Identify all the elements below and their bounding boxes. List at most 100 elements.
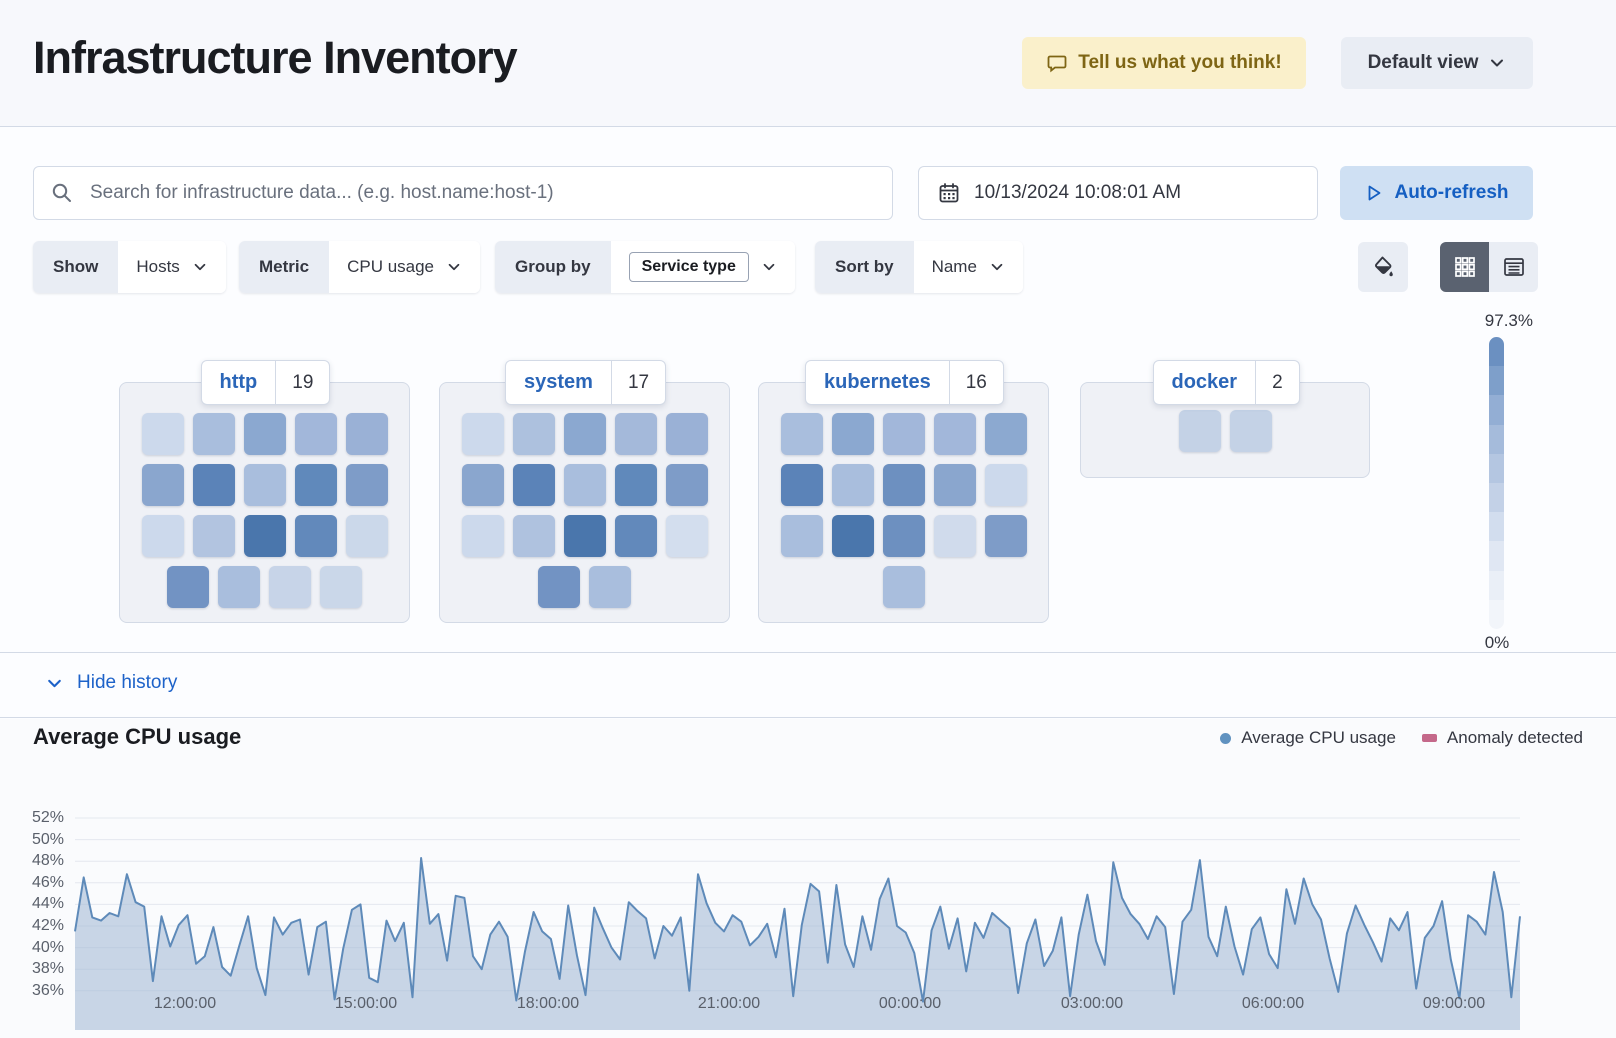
auto-refresh-button[interactable]: Auto-refresh [1340, 166, 1533, 220]
host-tile[interactable] [294, 515, 337, 557]
host-tile[interactable] [320, 566, 362, 608]
host-tile[interactable] [538, 566, 580, 608]
host-tile[interactable] [512, 464, 555, 506]
host-tile[interactable] [218, 566, 260, 608]
chevron-down-icon [1488, 54, 1506, 72]
x-axis-tick: 21:00:00 [697, 995, 761, 1012]
table-view-icon [1502, 255, 1526, 279]
group-count: 2 [1272, 371, 1283, 393]
history-band: Hide history [0, 652, 1616, 718]
host-tile[interactable] [461, 515, 504, 557]
host-tile[interactable] [665, 515, 708, 557]
host-tile[interactable] [512, 413, 555, 455]
y-axis-tick: 46% [31, 874, 64, 891]
host-tile[interactable] [933, 413, 976, 455]
host-tile[interactable] [780, 515, 823, 557]
legend-color-palette-button[interactable] [1358, 242, 1408, 292]
host-tile[interactable] [192, 413, 235, 455]
host-tile[interactable] [882, 464, 925, 506]
hide-history-toggle[interactable]: Hide history [45, 672, 177, 694]
host-tile[interactable] [665, 413, 708, 455]
x-axis-tick: 06:00:00 [1241, 995, 1305, 1012]
host-tile[interactable] [882, 566, 925, 608]
search-input[interactable] [88, 181, 876, 205]
host-tile[interactable] [665, 464, 708, 506]
x-axis-tick: 12:00:00 [153, 995, 217, 1012]
group-name-link[interactable]: http [219, 371, 258, 393]
view-mode-toggle [1440, 242, 1538, 292]
group-by-filter-select[interactable]: Service type [610, 241, 795, 293]
host-tile[interactable] [345, 515, 388, 557]
host-tile[interactable] [614, 515, 657, 557]
host-tile[interactable] [831, 515, 874, 557]
group-name-link[interactable]: kubernetes [824, 371, 931, 393]
host-tile[interactable] [563, 515, 606, 557]
host-tile[interactable] [831, 464, 874, 506]
host-tile[interactable] [563, 464, 606, 506]
host-tile[interactable] [1178, 410, 1221, 452]
host-tile[interactable] [984, 464, 1027, 506]
show-filter-select[interactable]: Hosts [118, 241, 226, 293]
map-view-button[interactable] [1440, 242, 1489, 292]
waffle-group-http: http 19 [119, 360, 410, 623]
host-tile[interactable] [269, 566, 311, 608]
host-tile[interactable] [192, 464, 235, 506]
scale-max-label: 97.3% [1484, 311, 1533, 330]
host-tile[interactable] [589, 566, 631, 608]
host-tile[interactable] [243, 515, 286, 557]
y-axis-tick: 36% [31, 982, 64, 999]
host-tile[interactable] [780, 413, 823, 455]
host-tile[interactable] [614, 464, 657, 506]
host-tile[interactable] [882, 413, 925, 455]
host-tile[interactable] [192, 515, 235, 557]
group-by-chip[interactable]: Service type [628, 252, 749, 282]
group-count: 19 [292, 371, 314, 393]
host-tile[interactable] [563, 413, 606, 455]
host-tile[interactable] [831, 413, 874, 455]
host-tile[interactable] [461, 464, 504, 506]
host-tile[interactable] [461, 413, 504, 455]
legend-item[interactable]: Anomaly detected [1421, 728, 1583, 748]
sort-by-filter-select[interactable]: Name [913, 241, 1023, 293]
search-bar[interactable] [33, 166, 893, 220]
host-tile[interactable] [141, 464, 184, 506]
host-tile[interactable] [345, 464, 388, 506]
sort-by-filter-label: Sort by [815, 241, 914, 293]
host-tile[interactable] [1229, 410, 1272, 452]
table-view-button[interactable] [1489, 242, 1538, 292]
legend-item[interactable]: Average CPU usage [1220, 728, 1396, 748]
chevron-down-icon [761, 259, 777, 275]
date-picker[interactable]: 10/13/2024 10:08:01 AM [918, 166, 1318, 220]
chart-canvas [74, 817, 1521, 1030]
host-tile[interactable] [243, 413, 286, 455]
host-tile[interactable] [780, 464, 823, 506]
host-tile[interactable] [614, 413, 657, 455]
y-axis-tick: 52% [31, 809, 64, 826]
host-tile[interactable] [984, 515, 1027, 557]
metric-filter-select[interactable]: CPU usage [329, 241, 481, 293]
host-tile[interactable] [167, 566, 209, 608]
host-tile[interactable] [243, 464, 286, 506]
host-tile[interactable] [933, 515, 976, 557]
host-tile[interactable] [294, 413, 337, 455]
x-axis-tick: 00:00:00 [878, 995, 942, 1012]
group-name-link[interactable]: docker [1171, 371, 1238, 393]
chevron-down-icon [989, 259, 1005, 275]
host-tile[interactable] [984, 413, 1027, 455]
legend-label: Average CPU usage [1241, 728, 1396, 747]
group-name-link[interactable]: system [524, 371, 593, 393]
host-tile[interactable] [882, 515, 925, 557]
paint-fill-icon [1370, 254, 1396, 280]
saved-view-selector[interactable]: Default view [1341, 37, 1533, 89]
host-tile[interactable] [294, 464, 337, 506]
feedback-button[interactable]: Tell us what you think! [1022, 37, 1306, 89]
host-tile[interactable] [141, 515, 184, 557]
host-tile[interactable] [512, 515, 555, 557]
host-tile[interactable] [933, 464, 976, 506]
y-axis-tick: 38% [31, 960, 64, 977]
host-tile[interactable] [345, 413, 388, 455]
host-tile[interactable] [141, 413, 184, 455]
chart-title: Average CPU usage [33, 724, 242, 749]
waffle-group-docker: docker 2 [1080, 360, 1370, 478]
